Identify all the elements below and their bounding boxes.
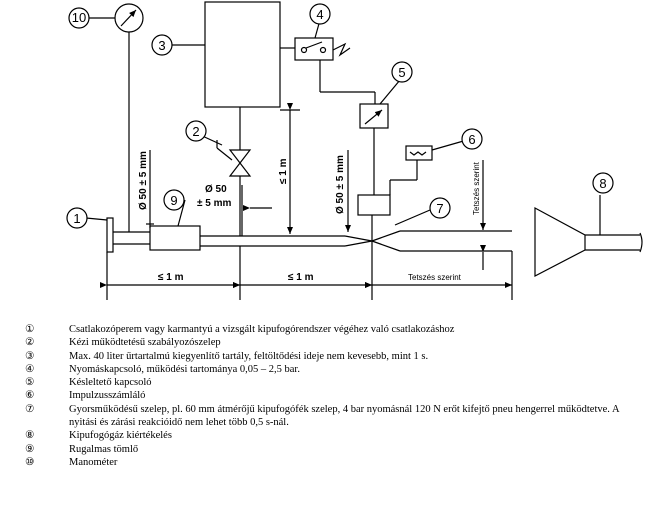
callout-9: 9	[170, 193, 177, 208]
legend-item: ④ Nyomáskapcsoló, működési tartománya 0,…	[25, 363, 645, 376]
legend-marker: ⑥	[25, 390, 35, 402]
legend-text: Nyomáskapcsoló, működési tartománya 0,05…	[69, 363, 300, 375]
callout-2: 2	[192, 124, 199, 139]
legend-text: Csatlakozóperem vagy karmantyú a vizsgál…	[69, 324, 455, 335]
legend-item: ② Kézi működtetésű szabályozószelep	[25, 336, 645, 349]
legend-text: Impulzusszámláló	[69, 390, 146, 402]
legend-marker: ①	[25, 324, 35, 335]
legend-item: ⑨ Rugalmas tömlő	[25, 443, 645, 456]
flexible-hose	[149, 225, 201, 251]
callout-6: 6	[468, 132, 475, 147]
callout-5: 5	[398, 65, 405, 80]
legend: ① Csatlakozóperem vagy karmantyú a vizsg…	[25, 323, 645, 469]
dim-pipe-dia-right: Ø 50 ± 5 mm	[335, 155, 346, 214]
legend-text: Max. 40 liter űrtartalmú kiegyenlítő tar…	[69, 350, 429, 362]
callout-3: 3	[158, 38, 165, 53]
dim-free-horizontal: Tetszés szerint	[408, 273, 462, 282]
legend-marker: ⑤	[25, 377, 35, 389]
callout-10: 10	[72, 10, 86, 25]
legend-text: Manométer	[69, 456, 118, 468]
callout-1: 1	[73, 211, 80, 226]
legend-item: ⑤ Késleltető kapcsoló	[25, 376, 645, 389]
legend-item: ⑥ Impulzusszámláló	[25, 389, 645, 402]
dim-pipe-dia-small-1: Ø 50	[205, 184, 227, 195]
dim-pipe-dia-left: Ø 50 ± 5 mm	[138, 151, 149, 210]
dim-free-vertical: Tetszés szerint	[472, 161, 481, 215]
flange	[106, 217, 114, 253]
manual-valve	[228, 149, 252, 177]
valve-actuator	[357, 194, 391, 216]
legend-marker: ⑦	[25, 403, 35, 415]
legend-marker: ⑨	[25, 443, 35, 455]
dim-length-1: ≤ 1 m	[158, 272, 184, 283]
test-setup-diagram: 1 2 3 4 5 6 7 8 9 10 Ø 50 ± 5 mm Ø 50 ± …	[66, 1, 643, 300]
callout-7: 7	[436, 201, 443, 216]
legend-text: Késleltető kapcsoló	[69, 377, 152, 389]
legend-text: Kipufogógáz kiértékelés	[69, 430, 172, 442]
legend-text: Kézi működtetésű szabályozószelep	[69, 337, 221, 349]
dim-length-2: ≤ 1 m	[288, 272, 314, 283]
dim-height-1m: ≤ 1 m	[278, 158, 289, 184]
legend-marker: ④	[25, 363, 35, 375]
pressure-switch	[294, 37, 334, 61]
callout-4: 4	[316, 7, 323, 22]
legend-marker: ⑧	[25, 430, 35, 442]
equalizing-tank	[204, 1, 281, 108]
dim-pipe-dia-small-2: ± 5 mm	[197, 198, 231, 209]
exhaust-analyzer-funnel	[534, 206, 586, 277]
legend-text: Rugalmas tömlő	[69, 443, 139, 455]
legend-item: ⑦ Gyorsműködésű szelep, pl. 60 mm átmérő…	[25, 403, 645, 430]
legend-item: ③ Max. 40 liter űrtartalmú kiegyenlítő t…	[25, 350, 645, 363]
legend-marker: ③	[25, 350, 35, 362]
legend-item: ⑧ Kipufogógáz kiértékelés	[25, 429, 645, 442]
legend-item: ① Csatlakozóperem vagy karmantyú a vizsg…	[25, 323, 645, 336]
legend-marker: ⑩	[25, 456, 35, 468]
legend-marker: ②	[25, 337, 35, 349]
callout-8: 8	[599, 176, 606, 191]
legend-text: Gyorsműködésű szelep, pl. 60 mm átmérőjű…	[69, 403, 619, 429]
legend-item: ⑩ Manométer	[25, 456, 645, 469]
